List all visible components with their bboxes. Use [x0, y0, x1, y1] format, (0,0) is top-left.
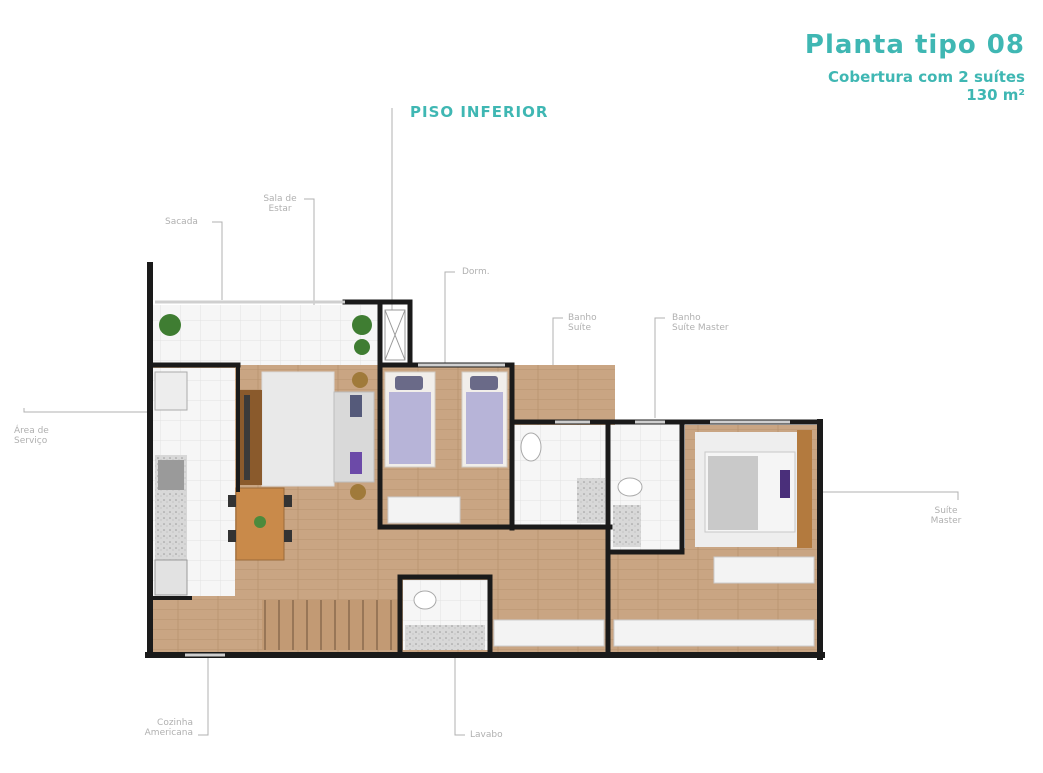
plant-icon — [354, 339, 370, 355]
wardrobe — [713, 556, 815, 584]
toilet — [413, 590, 437, 610]
wardrobe — [387, 496, 461, 524]
wardrobe — [613, 619, 815, 647]
bed-cover — [389, 392, 431, 464]
label-area-servico: Área de Serviço — [14, 426, 49, 446]
label-cozinha: Cozinha Americana — [144, 718, 193, 738]
toilet — [617, 477, 643, 497]
label-sala: Sala de Estar — [263, 194, 297, 214]
label-lavabo: Lavabo — [470, 730, 503, 740]
tv — [244, 395, 250, 480]
cushion — [350, 452, 362, 474]
label-sacada: Sacada — [165, 217, 198, 227]
label-dorm: Dorm. — [462, 267, 490, 277]
washing-machine — [154, 371, 188, 411]
walls — [145, 262, 825, 660]
plant-icon — [254, 516, 266, 528]
sink-counter — [577, 478, 605, 523]
label-banho-master: Banho Suíte Master — [672, 313, 729, 333]
balcony-floor — [150, 305, 380, 365]
sink-counter — [613, 505, 641, 547]
living-rug — [261, 371, 335, 487]
floor-label: PISO INFERIOR — [410, 103, 549, 121]
windows — [155, 300, 790, 657]
side-table — [352, 372, 368, 388]
cushion — [780, 470, 790, 498]
nightstand — [797, 430, 812, 548]
plan-subtitle: Cobertura com 2 suítes — [828, 68, 1025, 86]
plan-title: Planta tipo 08 — [804, 30, 1025, 60]
fridge — [154, 559, 188, 596]
cushion — [350, 395, 362, 417]
plan-title-block: Planta tipo 08 Cobertura com 2 suítes 13… — [805, 30, 1025, 104]
label-suite-master: Suíte Master — [930, 506, 962, 526]
plant-icon — [159, 314, 181, 336]
label-banho-suite: Banho Suíte — [568, 313, 597, 333]
master-bed-cover — [708, 456, 758, 530]
staircase — [262, 600, 400, 650]
sink-counter — [405, 625, 485, 650]
tv-unit — [240, 390, 262, 485]
plant-icon — [352, 315, 372, 335]
wardrobe — [493, 619, 605, 647]
side-table — [350, 484, 366, 500]
bed-cover — [466, 392, 503, 464]
plan-area: 130 m² — [966, 86, 1025, 104]
toilet — [520, 432, 542, 462]
cooktop — [158, 460, 184, 490]
